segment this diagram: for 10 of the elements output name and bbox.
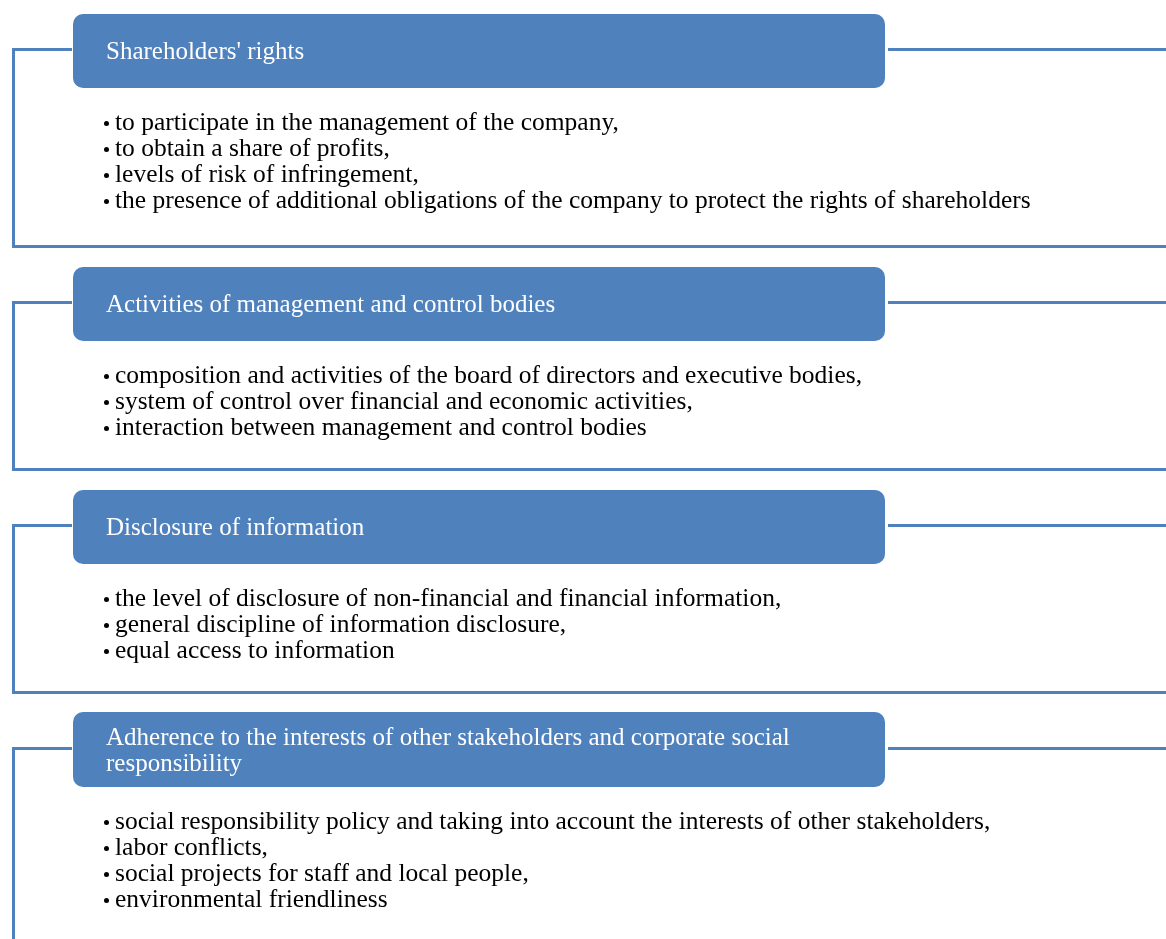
header-box: Shareholders' rights	[73, 14, 885, 88]
bullet-text: general discipline of information disclosure,	[115, 609, 567, 638]
header-box: Adherence to the interests of other stakeholders and corporate social responsibility	[73, 712, 885, 787]
bullet-text: social projects for staff and local people,	[115, 858, 529, 887]
bullet-text: to participate in the management of the company,	[115, 107, 619, 136]
bullet-text: composition and activities of the board of directors and executive bodies,	[115, 360, 863, 389]
bullet-text: social responsibility policy and taking into account the interests of other stakeholders,	[115, 806, 991, 835]
bullet-text: the level of disclosure of non-financial and financial information,	[115, 583, 782, 612]
header-box: Activities of management and control bodies	[73, 267, 885, 341]
header-box: Disclosure of information	[73, 490, 885, 564]
